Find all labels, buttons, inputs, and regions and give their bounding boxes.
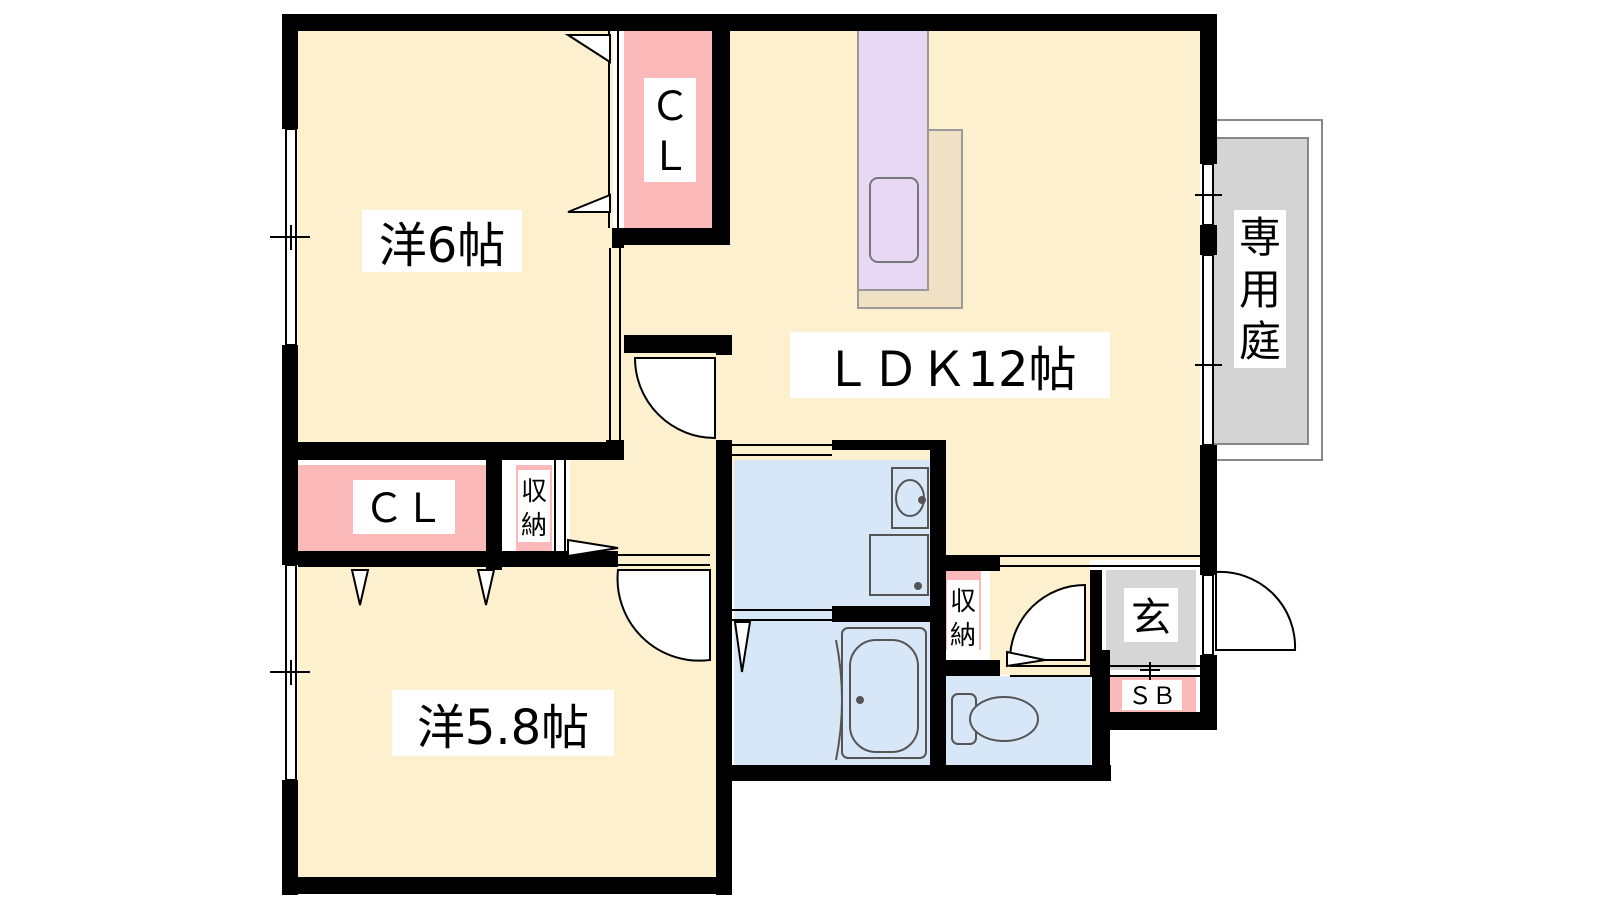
walls: [282, 14, 1217, 895]
label-entrance-text: 玄: [1131, 595, 1171, 641]
label-private-garden: 専 用 庭: [1234, 210, 1286, 368]
label-ldk-text: ＬＤＫ12帖: [823, 342, 1076, 398]
label-cl-left-text: ＣＬ: [364, 486, 444, 532]
label-storage-small: 収 納: [518, 470, 550, 542]
label-cl-top-line1: Ｃ: [650, 84, 690, 130]
label-private-garden-line3: 庭: [1239, 317, 1281, 366]
label-entrance: 玄: [1124, 588, 1178, 642]
label-western-58-text: 洋5.8帖: [417, 700, 589, 756]
label-storage-toilet: 収 納: [947, 580, 979, 652]
label-shoe-box: ＳＢ: [1122, 662, 1182, 710]
kitchen-sink-basin-icon: [869, 177, 919, 263]
label-storage-toilet-line2: 納: [950, 621, 976, 651]
label-ldk: ＬＤＫ12帖: [790, 332, 1110, 398]
label-private-garden-line1: 専: [1239, 213, 1281, 262]
partitions: [350, 30, 1200, 677]
label-cl-top: Ｃ Ｌ: [644, 78, 696, 182]
label-western-58: 洋5.8帖: [392, 690, 614, 756]
windows: [270, 128, 1222, 781]
washing-machine-icon: [869, 534, 929, 596]
label-shoe-box-text: ＳＢ: [1128, 682, 1176, 710]
label-western-6: 洋6帖: [362, 210, 522, 274]
label-private-garden-line2: 用: [1239, 265, 1281, 314]
label-storage-small-line2: 納: [521, 511, 547, 541]
label-western-6-text: 洋6帖: [379, 218, 506, 274]
bathtub-icon: [841, 627, 927, 759]
label-cl-top-line2: Ｌ: [650, 134, 690, 180]
doors: [350, 34, 1297, 673]
label-storage-small-line1: 収: [521, 477, 547, 507]
bath-curve: [835, 639, 843, 761]
wash-basin-icon: [891, 467, 929, 529]
label-cl-left: ＣＬ: [353, 480, 455, 534]
toilet-icon: [951, 693, 1039, 745]
label-storage-toilet-line1: 収: [950, 587, 976, 617]
